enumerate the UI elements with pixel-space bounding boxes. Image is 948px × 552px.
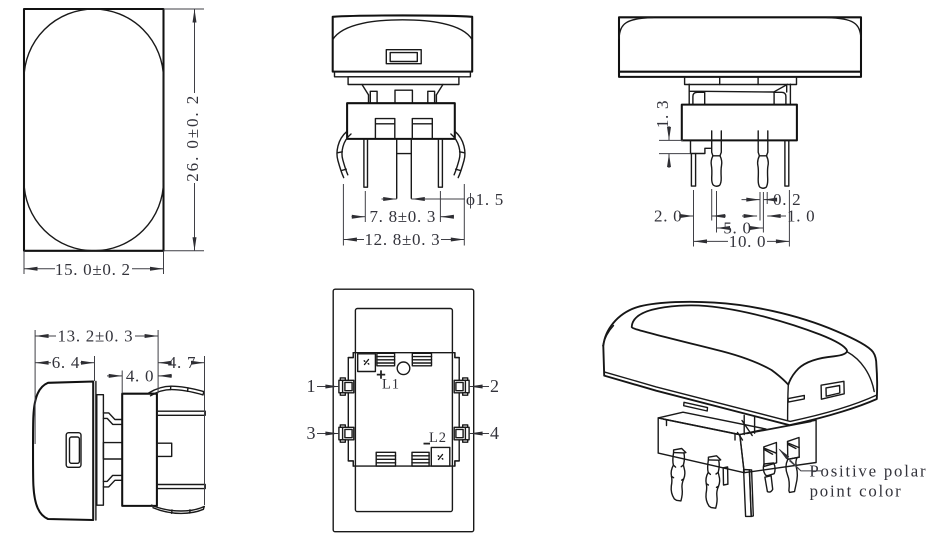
svg-text:1: 1: [307, 376, 316, 396]
svg-text:1. 0: 1. 0: [787, 207, 815, 226]
svg-text:1. 3: 1. 3: [653, 100, 672, 128]
svg-text:4. 7: 4. 7: [168, 353, 196, 372]
svg-text:2: 2: [490, 376, 499, 396]
svg-text:2. 0: 2. 0: [654, 207, 682, 226]
svg-text:Positive polar: Positive polar: [809, 461, 927, 480]
svg-text:7. 8±0. 3: 7. 8±0. 3: [369, 207, 436, 226]
svg-text:L2: L2: [429, 430, 447, 446]
svg-text:6. 4: 6. 4: [52, 353, 80, 372]
svg-text:13. 2±0. 3: 13. 2±0. 3: [57, 327, 133, 346]
svg-text:12. 8±0. 3: 12. 8±0. 3: [364, 230, 440, 249]
svg-text:L1: L1: [382, 377, 400, 393]
svg-text:10. 0: 10. 0: [729, 232, 767, 251]
svg-text:point color: point color: [810, 482, 903, 501]
svg-text:15. 0±0. 2: 15. 0±0. 2: [55, 260, 131, 279]
svg-text:3: 3: [307, 423, 316, 443]
svg-text:ϕ1. 5: ϕ1. 5: [466, 190, 504, 209]
svg-text:4: 4: [490, 423, 499, 443]
svg-text:0. 2: 0. 2: [773, 190, 801, 209]
svg-text:26. 0±0. 2: 26. 0±0. 2: [183, 94, 202, 182]
svg-text:4. 0: 4. 0: [126, 366, 154, 385]
svg-text:5. 0: 5. 0: [723, 219, 751, 238]
